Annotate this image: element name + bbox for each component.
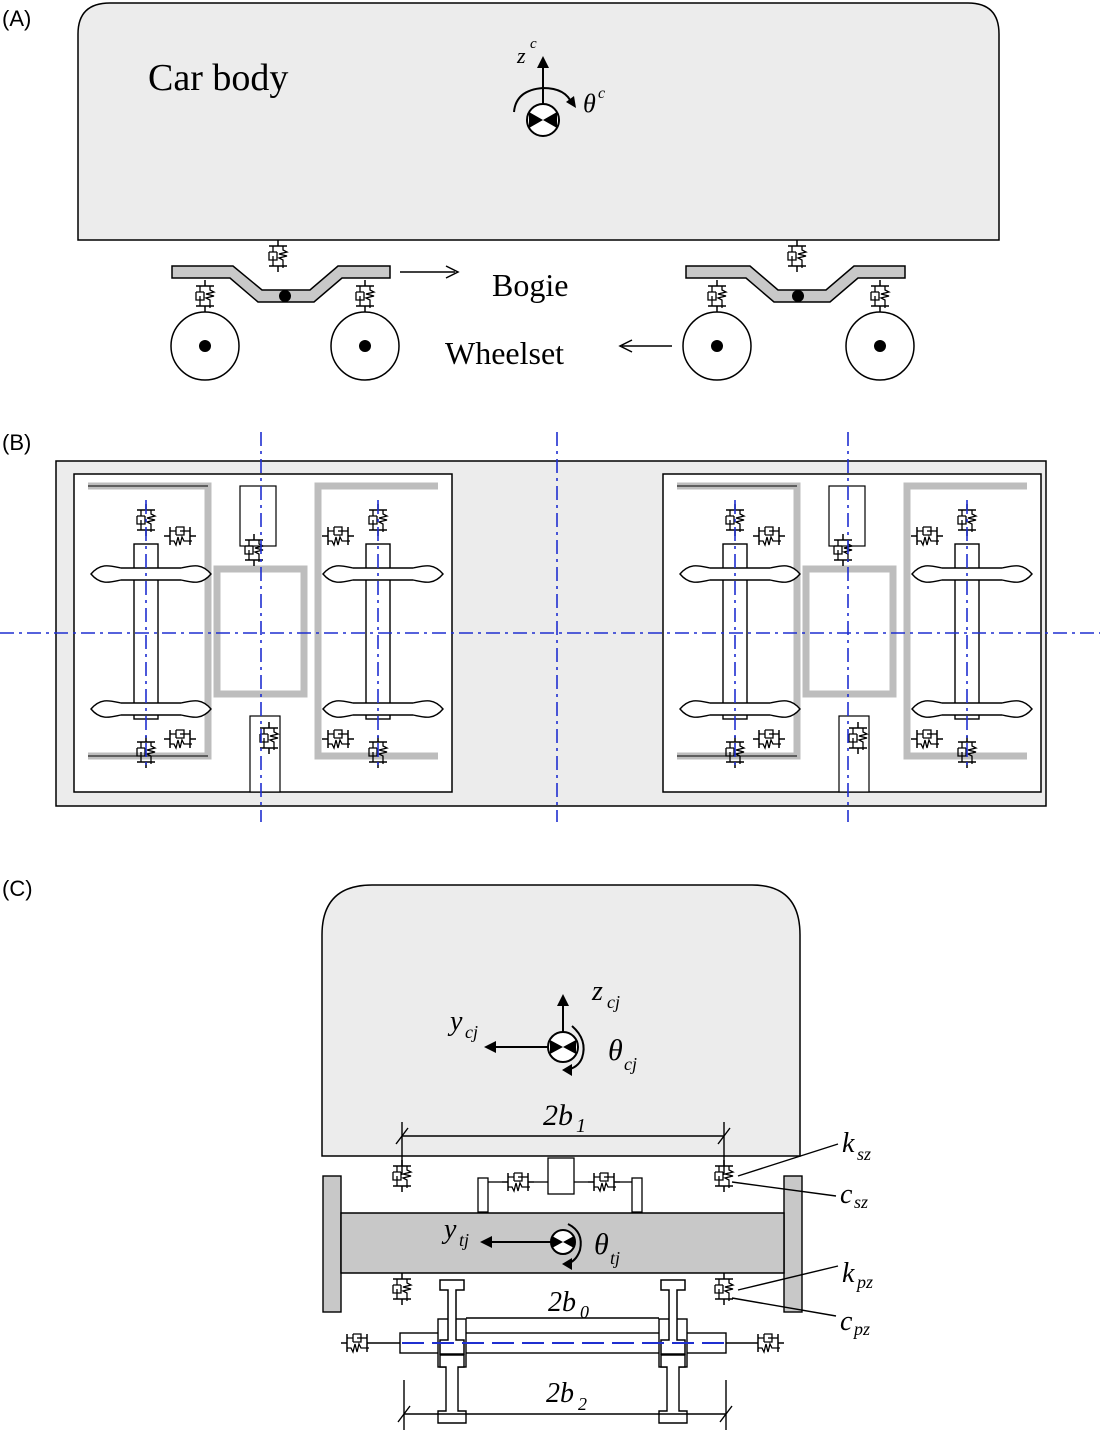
y-tj-subscript: tj (459, 1230, 469, 1250)
z-cj-symbol: z (591, 976, 603, 1007)
car-body-end-cog-icon (484, 994, 585, 1076)
c-pz-label: c (840, 1306, 853, 1337)
y-tj-symbol: y (441, 1214, 457, 1245)
leader-lines (731, 1143, 839, 1317)
dim-2b2-label: 2b (546, 1378, 574, 1409)
y-cj-symbol: y (447, 1006, 463, 1037)
car-body-end-view (321, 884, 801, 1157)
theta-cj-subscript: cj (624, 1054, 637, 1074)
secondary-suspensions (392, 1157, 734, 1213)
centerlines (0, 432, 1100, 822)
dim-2b1-label: 2b (543, 1099, 573, 1132)
car-body-cog-icon (513, 56, 576, 137)
k-sz-subscript: sz (857, 1144, 871, 1164)
c-sz-subscript: sz (854, 1192, 868, 1212)
theta-cj-symbol: θ (608, 1034, 623, 1067)
k-pz-label: k (842, 1258, 855, 1289)
bogie-right-side (682, 239, 915, 381)
z-cj-subscript: cj (607, 992, 620, 1012)
k-sz-label: k (842, 1128, 855, 1159)
dim-2b1-subscript: 1 (576, 1115, 586, 1137)
dim-2b0-label: 2b (548, 1287, 576, 1318)
c-sz-label: c (840, 1179, 853, 1210)
wheelset-end-view (373, 1279, 752, 1424)
c-pz-subscript: pz (852, 1319, 870, 1339)
theta-tj-symbol: θ (594, 1228, 609, 1261)
dim-2b2-subscript: 2 (578, 1394, 587, 1414)
side-frame-right (783, 1175, 803, 1313)
theta-c-symbol: θ (583, 89, 596, 118)
bogie-left-side (170, 239, 400, 381)
dim-2b0-subscript: 0 (580, 1302, 589, 1322)
bogie-label: Bogie (492, 267, 568, 303)
panel-a-label: (A) (2, 6, 31, 31)
z-c-symbol: z (516, 43, 526, 68)
dimension-2b2 (397, 1380, 733, 1430)
y-cj-subscript: cj (465, 1022, 478, 1042)
z-c-superscript: c (530, 36, 537, 52)
theta-c-superscript: c (598, 85, 605, 102)
theta-tj-subscript: tj (610, 1248, 620, 1268)
bogie-cog-icon (480, 1223, 582, 1270)
panel-c-label: (C) (2, 876, 33, 901)
side-frame-left (322, 1175, 342, 1313)
k-pz-subscript: pz (855, 1272, 873, 1292)
panel-b-label: (B) (2, 430, 31, 455)
car-body-label: Car body (148, 57, 288, 99)
wheelset-label: Wheelset (445, 335, 564, 371)
